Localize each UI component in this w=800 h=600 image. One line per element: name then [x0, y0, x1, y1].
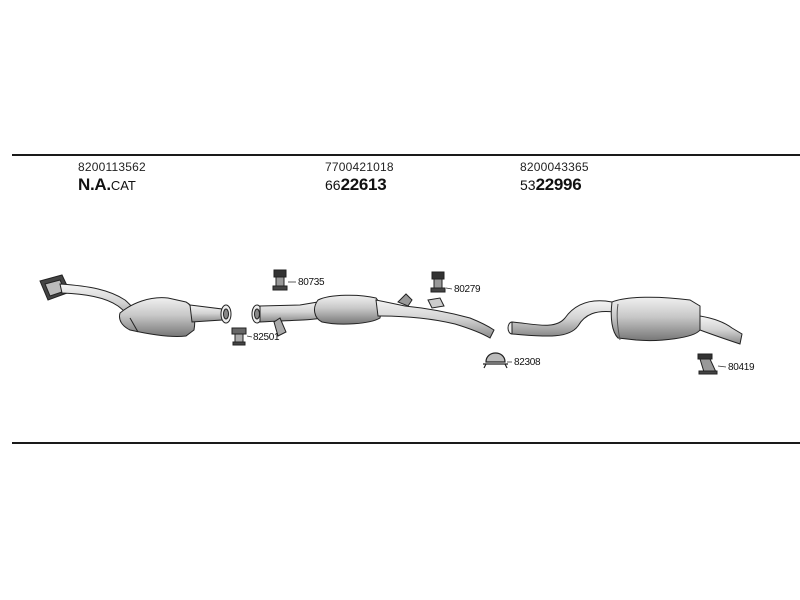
leader-80419 — [717, 365, 727, 368]
hanger-80279-icon — [430, 271, 446, 293]
oe-number: 8200113562 — [78, 160, 146, 174]
rear-silencer-header: 8200043365 5322996 — [520, 160, 589, 195]
part-number: 5322996 — [520, 175, 582, 194]
clamp-82308-icon — [483, 352, 508, 369]
middle-silencer — [251, 293, 495, 339]
catalytic-converter-header: 8200113562 N.A.CAT — [78, 160, 146, 195]
part-label-80279: 80279 — [454, 284, 481, 295]
part-label-82308: 82308 — [514, 357, 541, 368]
part-number: N.A.CAT — [78, 175, 136, 194]
part-label-80419: 80419 — [728, 362, 755, 373]
part-label-82501: 82501 — [253, 332, 280, 343]
hanger-80735-icon — [272, 269, 288, 291]
leader-82501 — [246, 335, 253, 338]
middle-silencer-header: 7700421018 6622613 — [325, 160, 394, 195]
oe-number: 7700421018 — [325, 160, 394, 174]
bottom-divider — [12, 442, 800, 444]
rear-silencer — [507, 296, 743, 345]
catalytic-converter — [39, 274, 232, 337]
part-number: 6622613 — [325, 175, 387, 194]
top-divider — [12, 154, 800, 156]
hanger-80419-icon — [697, 353, 718, 375]
leader-80279 — [445, 287, 453, 290]
clamp-82501-icon — [231, 327, 247, 346]
part-label-80735: 80735 — [298, 277, 325, 288]
oe-number: 8200043365 — [520, 160, 589, 174]
